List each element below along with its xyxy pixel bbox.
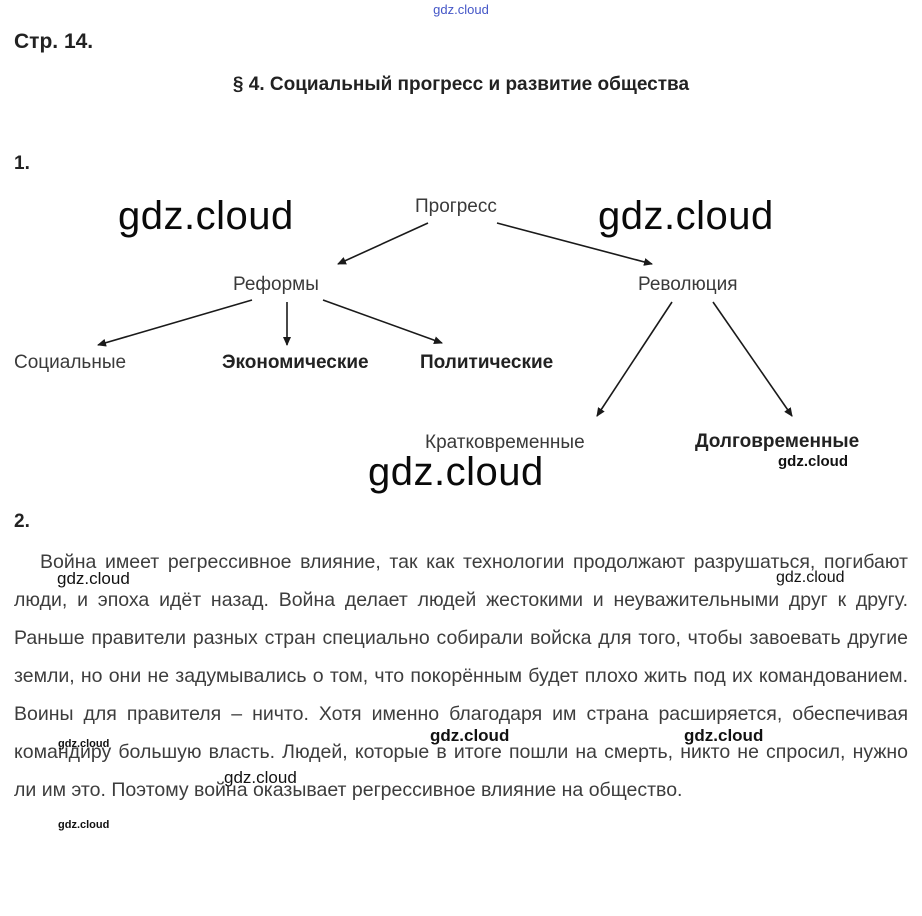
- watermark: gdz.cloud: [58, 738, 110, 750]
- node-political: Политические: [420, 352, 554, 373]
- node-reforms: Реформы: [233, 274, 319, 295]
- page-number: Стр. 14.: [14, 30, 94, 53]
- node-economic: Экономические: [222, 352, 369, 373]
- node-short-term: Кратковременные: [425, 432, 585, 453]
- section-2-label: 2.: [14, 511, 30, 532]
- watermark: gdz.cloud: [684, 726, 764, 745]
- watermark: gdz.cloud: [57, 569, 130, 588]
- watermark: gdz.cloud: [224, 768, 297, 787]
- watermark: gdz.cloud: [118, 194, 294, 238]
- watermark: gdz.cloud: [58, 819, 110, 831]
- watermark: gdz.cloud: [598, 194, 774, 238]
- node-long-term: Долговременные: [695, 431, 860, 452]
- node-progress: Прогресс: [415, 196, 497, 217]
- watermark: gdz.cloud: [368, 450, 544, 494]
- page-title: § 4. Социальный прогресс и развитие обще…: [232, 74, 690, 95]
- section-1-label: 1.: [14, 153, 30, 174]
- watermark: gdz.cloud: [776, 569, 845, 586]
- answer-paragraph: Война имеет регрессивное влияние, так ка…: [14, 551, 908, 801]
- watermark: gdz.cloud: [433, 2, 489, 17]
- watermark: gdz.cloud: [778, 453, 848, 470]
- node-revolution: Революция: [638, 274, 738, 295]
- watermark: gdz.cloud: [430, 726, 510, 745]
- node-social: Социальные: [14, 352, 127, 373]
